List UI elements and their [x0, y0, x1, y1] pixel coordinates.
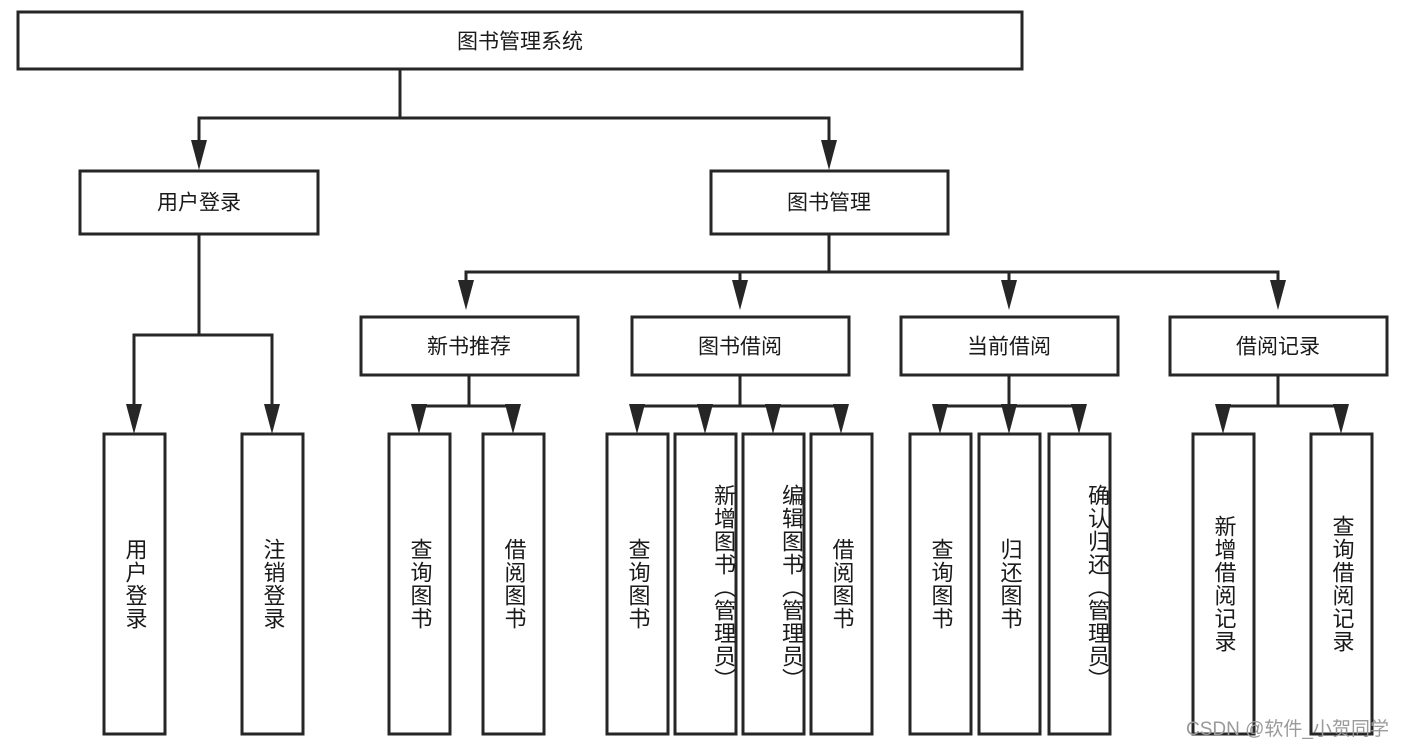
node-user-login-label: 用户登录	[157, 192, 241, 215]
leaf-currentborrow-return[interactable]	[977, 432, 1042, 736]
watermark-text: CSDN @软件_小贺同学	[1186, 719, 1389, 740]
leaf-currentborrow-query[interactable]	[908, 432, 973, 736]
connector-userlogin-to-leaves	[126, 232, 280, 434]
connector-newbook-to-leaves	[411, 373, 521, 434]
node-root-label: 图书管理系统	[457, 31, 583, 54]
node-new-book-recommend[interactable]	[359, 315, 580, 377]
leaf-bookborrow-query[interactable]	[605, 432, 670, 736]
node-current-borrow[interactable]	[899, 315, 1120, 377]
leaf-bookborrow-add[interactable]	[673, 432, 738, 736]
node-book-management-label: 图书管理	[787, 192, 871, 215]
node-new-book-recommend-label: 新书推荐	[427, 336, 511, 359]
leaf-newbook-borrow[interactable]	[481, 432, 546, 736]
leaf-user-login-logout[interactable]	[240, 432, 305, 736]
leaf-newbook-query[interactable]	[387, 432, 452, 736]
connector-currentborrow-to-leaves	[932, 373, 1087, 434]
node-user-login[interactable]	[78, 169, 320, 236]
node-borrow-record-label: 借阅记录	[1236, 336, 1320, 359]
node-book-borrow[interactable]	[630, 315, 851, 377]
leaf-bookborrow-edit[interactable]	[741, 432, 806, 736]
leaf-user-login-login[interactable]	[102, 432, 167, 736]
node-root[interactable]	[16, 10, 1024, 71]
node-borrow-record[interactable]	[1168, 315, 1389, 377]
connector-root-to-level2	[191, 67, 837, 170]
node-book-management[interactable]	[709, 169, 950, 236]
leaf-borrowrecord-query[interactable]	[1309, 432, 1374, 736]
leaf-borrowrecord-add[interactable]	[1191, 432, 1256, 736]
connector-borrowrecord-to-leaves	[1215, 373, 1349, 434]
connector-bookborrow-to-leaves	[629, 373, 849, 434]
node-current-borrow-label: 当前借阅	[967, 336, 1051, 359]
connector-bookmgmt-to-level3	[458, 232, 1286, 310]
leaf-currentborrow-confirm[interactable]	[1047, 432, 1112, 736]
node-book-borrow-label: 图书借阅	[698, 336, 782, 359]
leaf-bookborrow-borrow[interactable]	[809, 432, 874, 736]
